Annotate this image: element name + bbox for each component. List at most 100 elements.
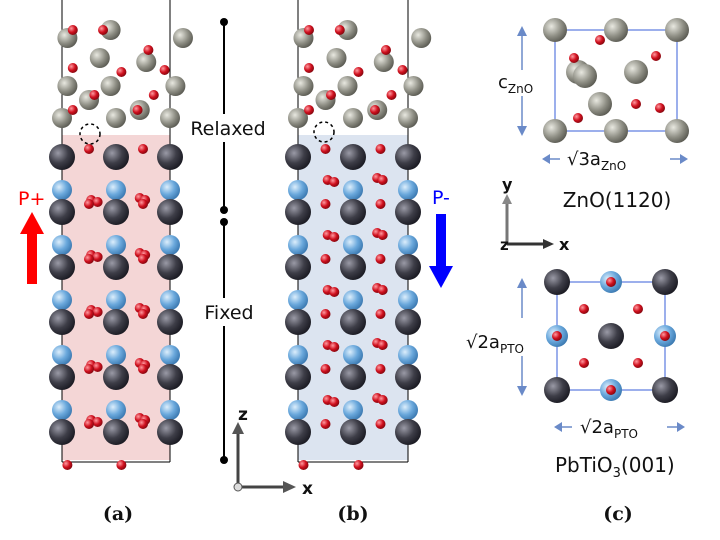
pb-atom <box>395 144 421 170</box>
zn-atom <box>373 52 394 72</box>
pb-atom <box>285 364 311 390</box>
ti-atom <box>106 345 126 365</box>
o-atom <box>116 460 127 470</box>
zn-atom <box>293 76 314 96</box>
o-atom <box>143 45 154 55</box>
ti-atom <box>288 345 308 365</box>
zn-atom <box>398 108 418 128</box>
pb-atom <box>157 419 183 445</box>
o-atom <box>92 362 103 372</box>
o-atom <box>655 103 665 113</box>
o-atom <box>138 199 148 209</box>
pb-atom <box>544 377 570 403</box>
p-minus-label: P- <box>432 187 450 209</box>
o-atom <box>375 199 386 209</box>
pb-atom <box>285 309 311 335</box>
o-atom <box>377 395 388 405</box>
p-plus-arrow <box>20 212 44 284</box>
o-atom <box>304 63 314 73</box>
pb-atom <box>157 364 183 390</box>
o-atom <box>320 254 331 264</box>
ti-atom <box>106 290 126 310</box>
o-atom <box>595 35 605 45</box>
axes-xy: y z x <box>500 175 570 254</box>
vacancy-marker-a <box>79 123 101 145</box>
pto-cell: √2aPTO √2aPTO PbTiO3(001) <box>466 269 685 481</box>
o-atom <box>651 51 661 61</box>
o-atom <box>98 25 109 35</box>
pb-atom <box>340 254 366 280</box>
o-atom <box>606 385 616 395</box>
pb-atom <box>157 309 183 335</box>
o-atom <box>84 199 94 209</box>
ti-atom <box>160 290 180 310</box>
o-atom <box>353 460 364 470</box>
o-atom <box>377 230 388 240</box>
ti-atom <box>106 400 126 420</box>
o-atom <box>397 65 408 75</box>
zno-width-arrows <box>542 154 688 164</box>
o-atom <box>304 25 314 35</box>
pto-width-label: √2aPTO <box>580 417 638 441</box>
pto-width-arrows <box>554 422 685 432</box>
pb-atom <box>340 419 366 445</box>
pb-atom <box>103 199 129 225</box>
zn-atom <box>543 119 567 143</box>
o-atom <box>132 105 143 115</box>
scale-dot <box>220 18 228 26</box>
ti-atom <box>160 345 180 365</box>
scale-dot <box>220 206 228 214</box>
zn-atom <box>403 76 424 96</box>
pb-atom <box>340 364 366 390</box>
zn-atom <box>337 76 358 96</box>
pb-atom <box>340 144 366 170</box>
axis-y-label: y <box>502 175 513 194</box>
zn-atom <box>343 108 363 128</box>
pb-atom <box>340 309 366 335</box>
pb-atom <box>49 419 75 445</box>
o-atom <box>375 419 386 429</box>
ti-atom <box>52 180 72 200</box>
zn-atom <box>326 48 347 68</box>
pb-atom <box>652 269 678 295</box>
pto-height-label: √2aPTO <box>466 332 524 356</box>
ti-atom <box>343 345 363 365</box>
pb-atom <box>652 377 678 403</box>
pb-atom <box>395 309 421 335</box>
p-plus-label: P+ <box>18 188 45 210</box>
zn-atom <box>52 108 72 128</box>
zn-atom <box>337 20 358 40</box>
pb-atom <box>157 144 183 170</box>
o-atom <box>116 67 127 77</box>
vacancy-marker-b <box>313 121 335 143</box>
zno-height-label: cZnO <box>498 72 533 96</box>
zn-atom <box>665 18 689 42</box>
pb-atom <box>103 254 129 280</box>
ti-atom <box>343 180 363 200</box>
pb-atom <box>395 364 421 390</box>
o-atom <box>92 307 103 317</box>
ti-atom <box>398 400 418 420</box>
o-atom <box>138 254 148 264</box>
pb-atom <box>285 254 311 280</box>
pto-title: PbTiO3(001) <box>555 453 675 481</box>
o-atom <box>138 309 148 319</box>
fixed-label: Fixed <box>204 302 253 324</box>
o-atom <box>67 105 78 115</box>
zn-atom <box>604 18 628 42</box>
zno-title: ZnO(1120) <box>563 188 672 212</box>
zno-height-arrow <box>517 26 527 136</box>
o-atom <box>660 331 670 341</box>
o-atom <box>552 331 562 341</box>
ti-atom <box>398 180 418 200</box>
axis-z-label-c: z <box>500 236 509 254</box>
region-scale: Relaxed Fixed <box>182 18 274 464</box>
o-atom <box>375 364 386 374</box>
panel-a-label: (a) <box>103 503 133 525</box>
o-atom <box>320 364 331 374</box>
o-atom <box>386 90 397 100</box>
zn-atom <box>100 76 121 96</box>
zn-atom <box>136 52 157 72</box>
pb-atom <box>285 199 311 225</box>
pb-atom <box>340 199 366 225</box>
